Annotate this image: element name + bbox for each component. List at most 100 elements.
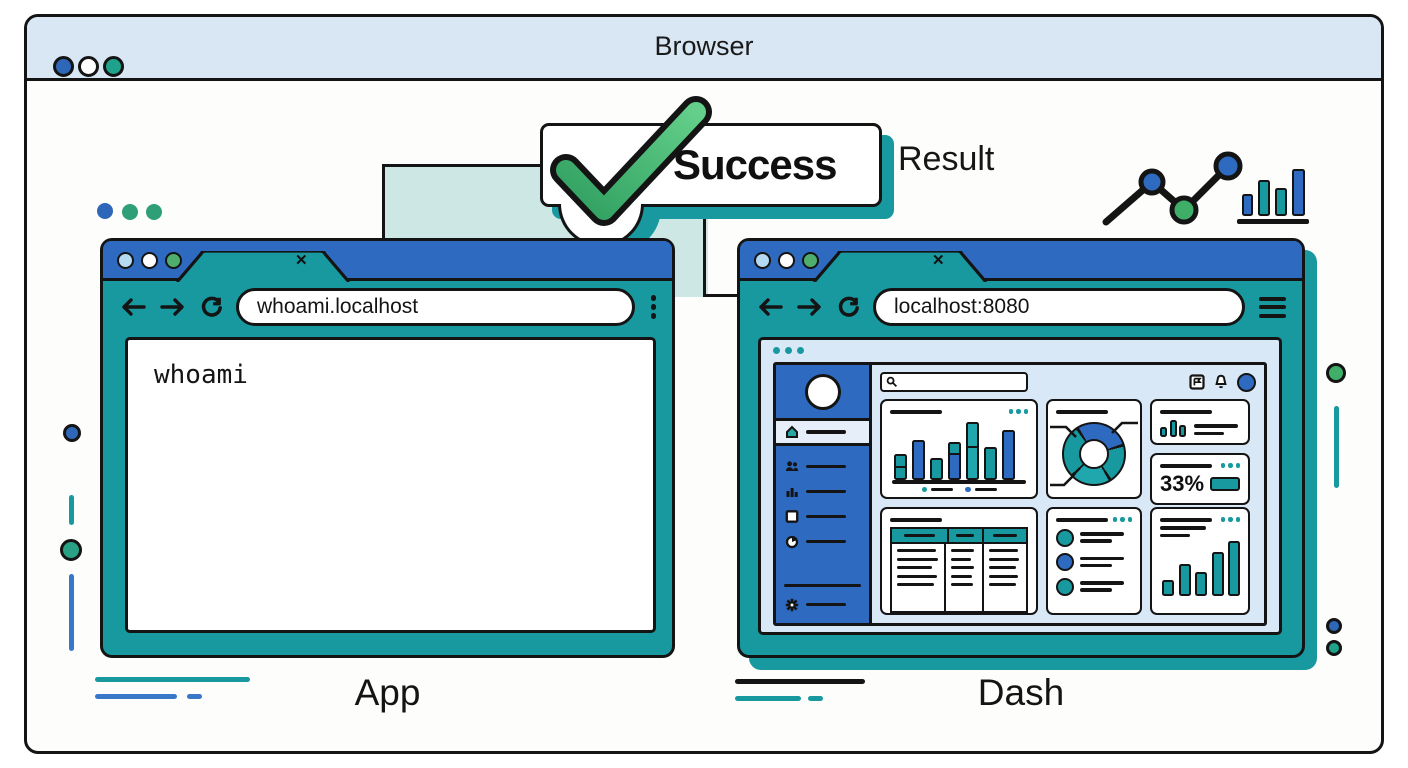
reload-icon[interactable] — [199, 295, 224, 320]
sidebar-item-history[interactable] — [776, 529, 869, 554]
card-menu-icon[interactable] — [1220, 463, 1240, 468]
bar — [1211, 552, 1224, 596]
list-item[interactable] — [1056, 577, 1132, 596]
sidebar-item-analytics[interactable] — [776, 479, 869, 504]
window-control-dot-blue[interactable] — [53, 56, 74, 77]
sidebar-nav — [776, 446, 869, 623]
dash-browser-window: ✕ localhost:8080 — [737, 238, 1305, 658]
menu-kebab-icon[interactable] — [650, 295, 656, 319]
clock-icon — [785, 535, 799, 548]
window-control-dot-white[interactable] — [78, 56, 99, 77]
bar — [1162, 580, 1174, 596]
card-title-placeholder — [890, 518, 942, 522]
card-menu-icon[interactable] — [1220, 517, 1240, 522]
window-control-dot[interactable] — [778, 252, 795, 269]
donut-callout-lines — [1050, 421, 1138, 487]
square-icon — [785, 510, 799, 523]
list-item-bullet — [1056, 528, 1074, 547]
connector-line — [703, 205, 739, 297]
dashboard-sidebar — [776, 365, 872, 623]
outer-browser-titlebar — [27, 17, 1381, 81]
card-list — [1046, 507, 1142, 615]
sidebar-item-home[interactable] — [776, 421, 869, 446]
card-table — [880, 507, 1038, 615]
menu-hamburger-icon[interactable] — [1259, 296, 1286, 318]
deco-circle-blue — [1326, 618, 1342, 634]
card-percent-stat: 33% — [1150, 453, 1250, 505]
card-menu-icon[interactable] — [1008, 409, 1028, 414]
flag-icon[interactable] — [1189, 374, 1205, 390]
search-input[interactable] — [880, 372, 1028, 392]
window-control-dot[interactable] — [165, 252, 182, 269]
list-item[interactable] — [1056, 528, 1132, 547]
card-growth-chart — [1150, 507, 1250, 615]
card-title-placeholder — [1160, 410, 1212, 414]
sidebar-logo — [776, 365, 869, 421]
table-header — [892, 529, 1026, 544]
logo-circle — [804, 373, 841, 410]
sidebar-item-settings[interactable] — [776, 592, 869, 617]
percent-value: 33% — [1160, 471, 1205, 496]
bar — [1169, 420, 1177, 437]
tab-close-icon[interactable]: ✕ — [295, 252, 308, 269]
deco-circle-blue — [63, 424, 81, 442]
deco-line-teal — [1334, 406, 1339, 488]
growth-bar-chart — [1160, 540, 1240, 596]
list-item-bullet — [1056, 577, 1074, 596]
dashboard-page: 33% — [758, 337, 1282, 635]
deco-dot-green — [146, 204, 162, 220]
dashboard-main: 33% — [872, 365, 1264, 623]
address-bar-url: localhost:8080 — [894, 295, 1030, 318]
deco-line-blue — [95, 694, 177, 699]
browser-tab[interactable] — [175, 250, 351, 282]
bar — [912, 440, 925, 480]
app-browser-window: ✕ whoami.localhost whoami — [100, 238, 675, 658]
address-bar[interactable]: localhost:8080 — [873, 288, 1245, 326]
bar-chart-icon — [1242, 166, 1305, 216]
result-label: Result — [898, 140, 995, 178]
forward-icon[interactable] — [796, 296, 824, 318]
deco-line-blue — [69, 574, 74, 651]
back-icon[interactable] — [756, 296, 784, 318]
dash-window-titlebar: ✕ — [740, 241, 1302, 282]
deco-circle-green — [60, 539, 82, 561]
sidebar-item-users[interactable] — [776, 454, 869, 479]
text-placeholder-lines — [1160, 526, 1240, 537]
sidebar-item-projects[interactable] — [776, 504, 869, 529]
window-control-dot[interactable] — [754, 252, 771, 269]
list-item[interactable] — [1056, 553, 1132, 571]
bell-icon[interactable] — [1213, 374, 1229, 390]
chart-icon — [786, 488, 798, 497]
bar-chart — [890, 418, 1028, 480]
reload-icon[interactable] — [836, 295, 861, 320]
bar — [1275, 188, 1287, 216]
card-mini-stats — [1150, 399, 1250, 445]
address-bar[interactable]: whoami.localhost — [236, 288, 635, 326]
user-avatar[interactable] — [1237, 372, 1256, 392]
window-control-dot[interactable] — [802, 252, 819, 269]
app-command-text: whoami — [154, 360, 248, 390]
bar — [894, 454, 907, 480]
window-control-dot[interactable] — [141, 252, 158, 269]
bar — [1258, 180, 1270, 216]
card-title-placeholder — [1056, 518, 1108, 522]
gear-icon — [785, 598, 799, 611]
deco-dot-blue — [97, 203, 113, 219]
bar — [930, 458, 943, 480]
success-badge: Success — [540, 123, 882, 207]
window-control-dot[interactable] — [117, 252, 134, 269]
card-menu-icon[interactable] — [1112, 517, 1132, 522]
deco-line-teal — [95, 677, 250, 682]
tab-close-icon[interactable]: ✕ — [932, 252, 945, 269]
bar — [1242, 194, 1253, 216]
topbar-actions — [1189, 372, 1256, 392]
app-page-content: whoami — [125, 337, 656, 633]
line-chart-icon — [1102, 151, 1243, 226]
address-bar-url: whoami.localhost — [257, 295, 419, 318]
progress-pill — [1210, 477, 1240, 491]
data-table — [890, 527, 1028, 613]
browser-tab[interactable] — [812, 250, 988, 282]
back-icon[interactable] — [119, 296, 147, 318]
forward-icon[interactable] — [159, 296, 187, 318]
window-control-dot-teal[interactable] — [103, 56, 124, 77]
